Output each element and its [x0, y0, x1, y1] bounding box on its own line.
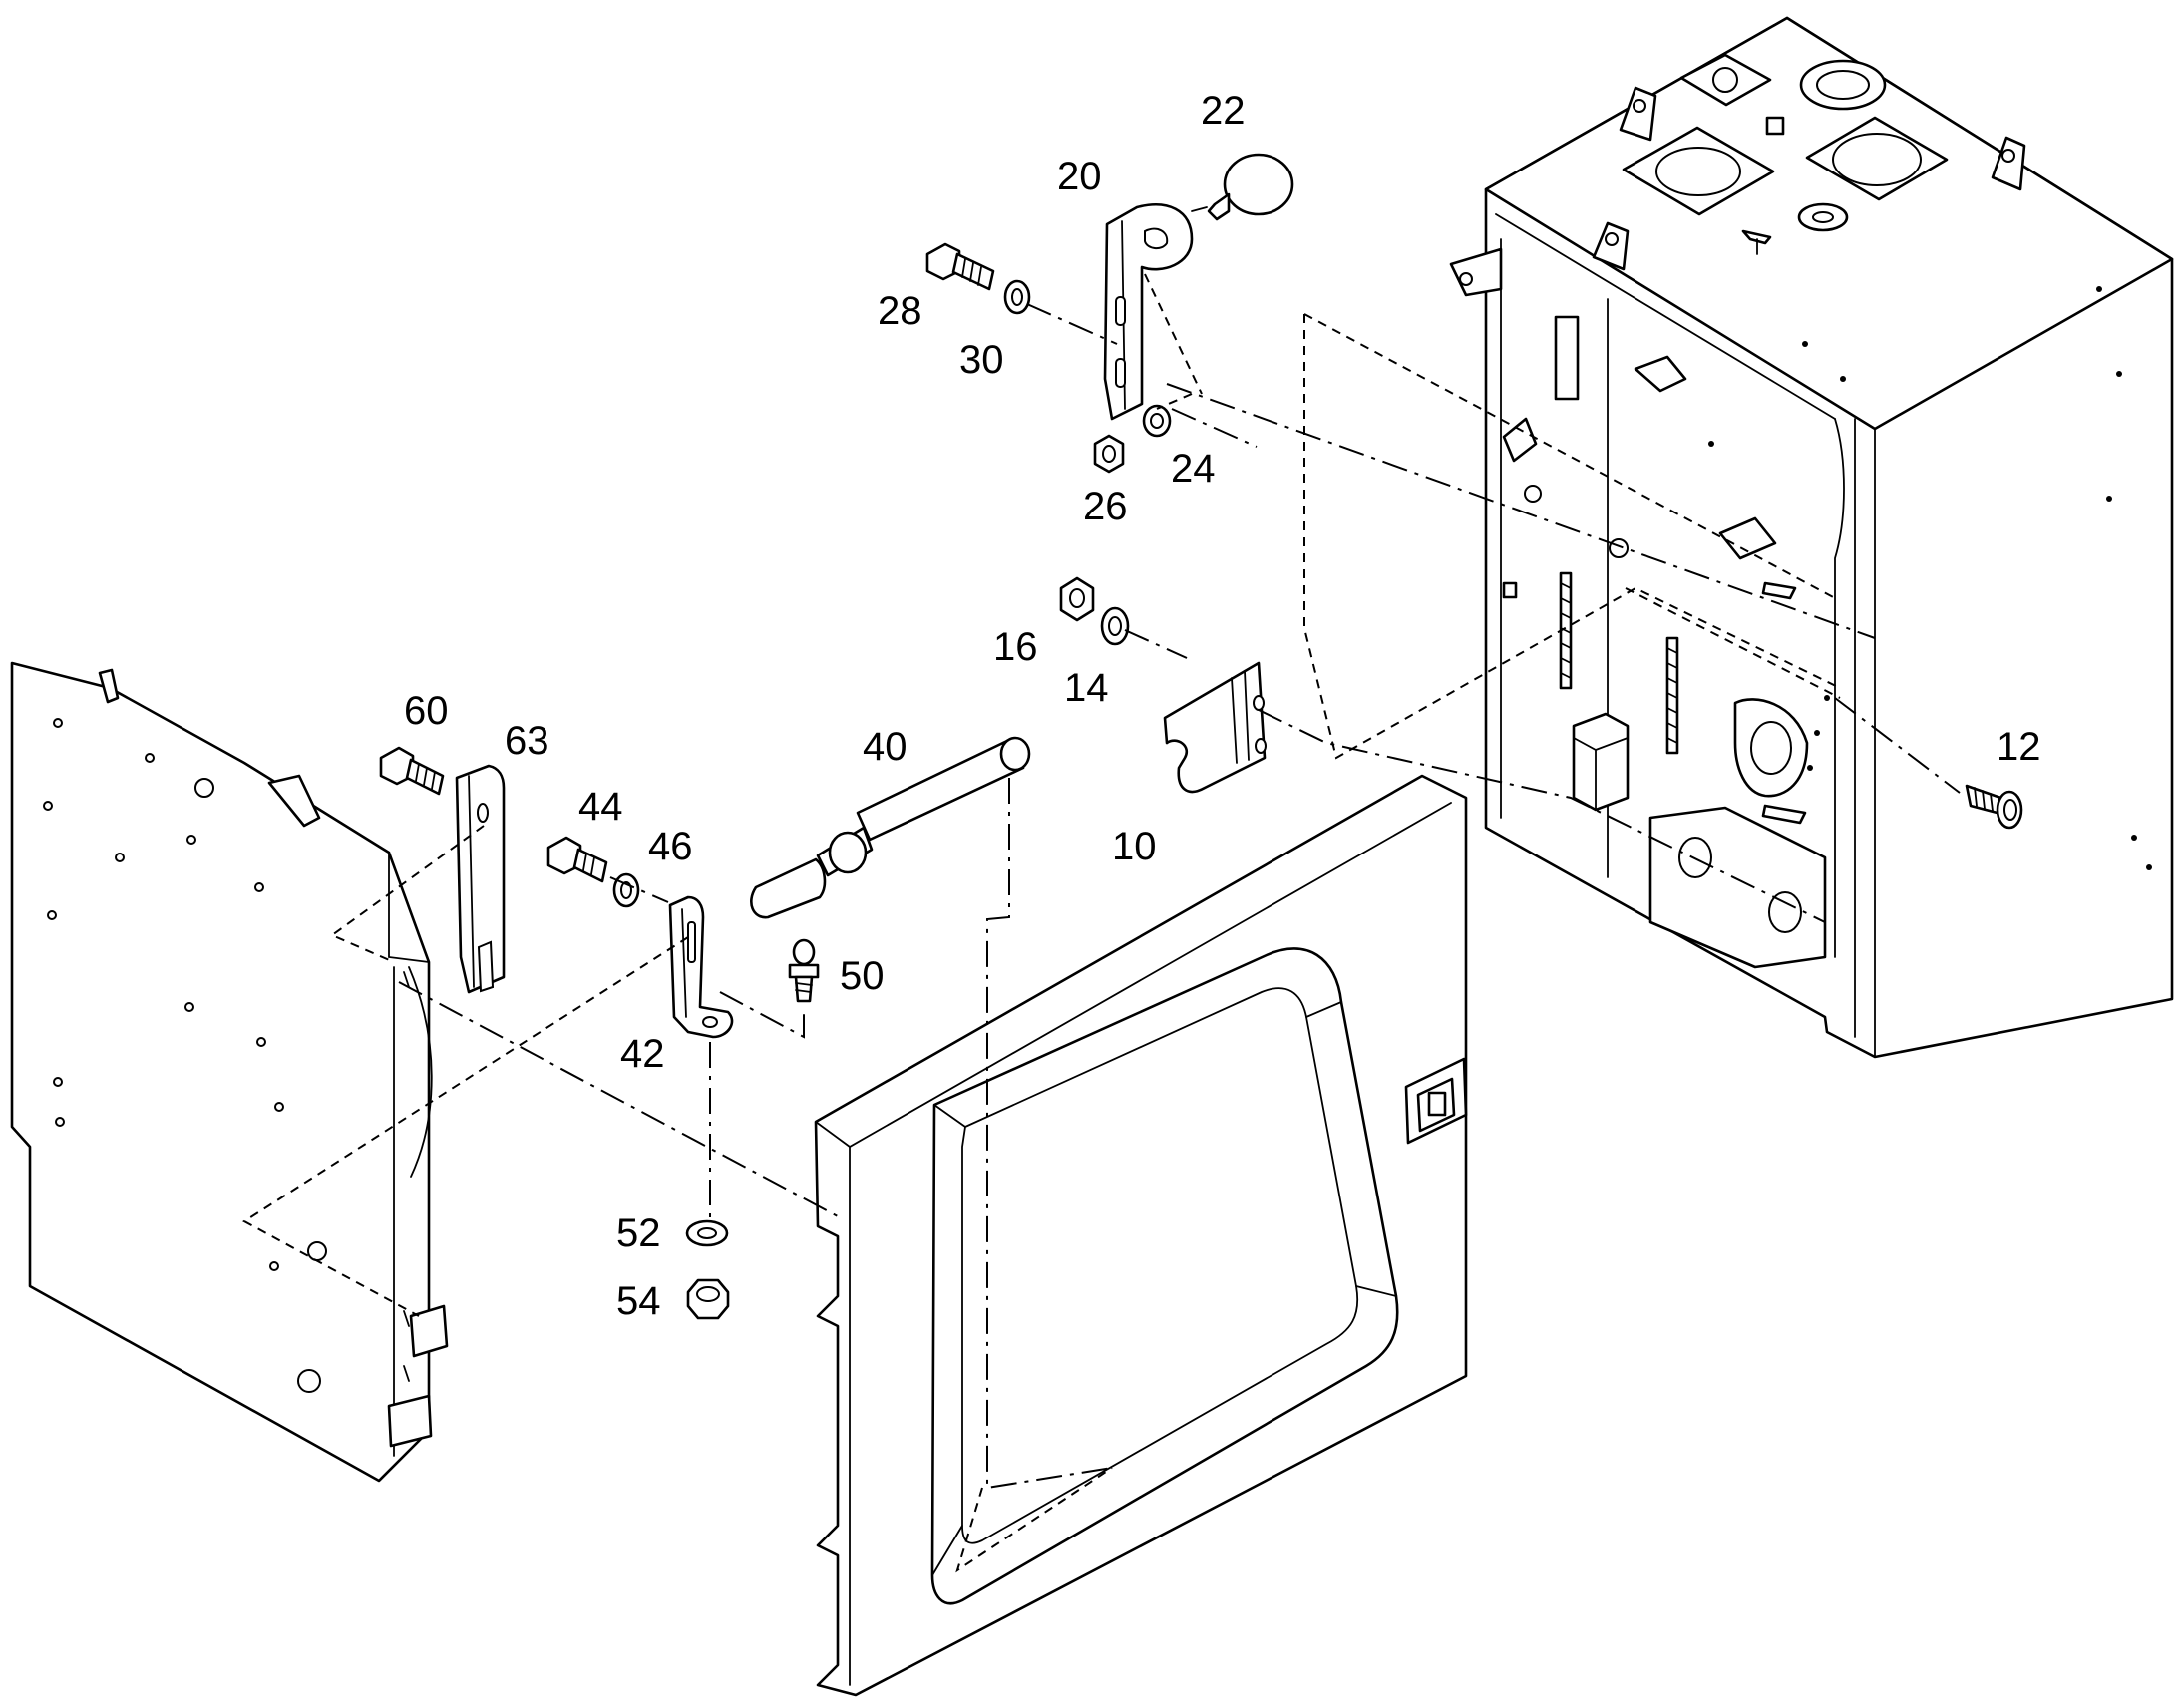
callout-20: 20	[1057, 155, 1102, 198]
callout-10: 10	[1112, 825, 1157, 868]
callout-52: 52	[616, 1211, 661, 1255]
part-44-bolt	[546, 836, 608, 883]
callout-46: 46	[648, 825, 693, 868]
callout-28: 28	[878, 289, 922, 333]
part-60-bolt	[379, 746, 445, 796]
callout-14: 14	[1064, 666, 1109, 710]
callout-labels: 10 12 14 16 20 22 24 26 28 30 40 42 44 4…	[404, 89, 2041, 1323]
part-28-bolt	[925, 242, 995, 291]
callout-30: 30	[959, 338, 1004, 382]
part-50-ball-stud	[788, 938, 820, 1003]
part-52-washer	[685, 1219, 729, 1247]
part-12-screw	[1965, 784, 2023, 830]
part-54-nut	[686, 1278, 730, 1320]
side-panel	[10, 661, 449, 1483]
callout-24: 24	[1171, 447, 1216, 491]
part-10-hinge-bracket	[1163, 661, 1267, 794]
assembly-lines	[242, 273, 1961, 1573]
part-46-washer	[612, 872, 640, 908]
callout-26: 26	[1083, 485, 1128, 528]
part-26-nut	[1093, 434, 1125, 474]
part-24-washer	[1142, 404, 1172, 438]
callout-16: 16	[993, 625, 1038, 669]
part-42-latch-bracket	[668, 895, 734, 1039]
part-20-mounting-bracket	[1103, 203, 1194, 421]
door-panel	[814, 774, 1468, 1697]
part-40-gas-strut	[750, 736, 1031, 919]
part-14-washer	[1100, 606, 1130, 646]
callout-50: 50	[840, 954, 885, 998]
callout-54: 54	[616, 1279, 661, 1323]
callout-63: 63	[505, 719, 549, 763]
cabinet-body	[1449, 16, 2174, 1059]
part-16-nut	[1059, 576, 1095, 622]
callout-44: 44	[578, 785, 623, 829]
callout-42: 42	[620, 1032, 665, 1076]
part-30-washer	[1003, 279, 1031, 315]
callout-40: 40	[863, 725, 908, 769]
callout-12: 12	[1997, 725, 2041, 769]
callout-60: 60	[404, 689, 449, 733]
part-63-strap	[455, 764, 506, 994]
part-22-knob	[1191, 153, 1294, 221]
callout-22: 22	[1201, 89, 1246, 133]
